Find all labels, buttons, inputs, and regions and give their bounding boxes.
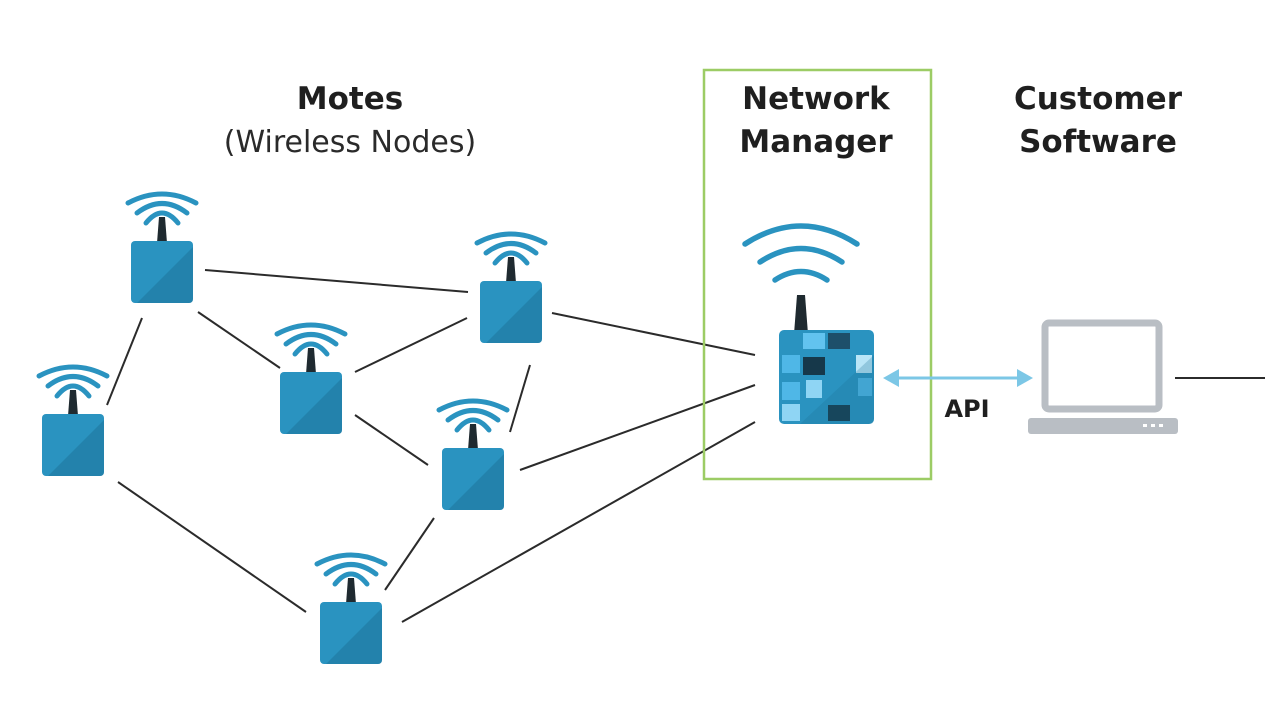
link [197,311,281,369]
api-label: API [944,395,989,423]
link [354,317,468,373]
wireless-mote-icon [474,231,548,343]
network-manager-box [702,68,933,481]
motes-title: Motes [297,81,403,117]
link [551,312,756,356]
laptop-icon [1028,319,1178,434]
link [354,414,429,466]
motes-group [36,191,548,664]
link [509,364,531,433]
wifi-signal-icon [742,223,860,283]
wifi-signal-icon [274,322,348,357]
wireless-mote-icon [314,552,388,664]
wifi-signal-icon [314,552,388,587]
wireless-mote-icon [36,364,110,476]
wireless-mote-icon [125,191,199,303]
motes-subtitle: (Wireless Nodes) [224,125,476,160]
link [519,384,756,471]
mesh-links [106,269,1265,623]
link [106,317,143,406]
wifi-signal-icon [36,364,110,399]
network-manager-device-icon [742,223,874,424]
wifi-signal-icon [436,398,510,433]
wifi-signal-icon [125,191,199,226]
customer-software-title-line1: Customer [1014,81,1183,117]
network-manager-title-line2: Manager [739,124,893,160]
network-manager-title-line1: Network [742,81,891,117]
link [204,269,469,293]
link [401,421,756,623]
link [117,481,307,613]
wifi-signal-icon [474,231,548,266]
wireless-mote-icon [274,322,348,434]
customer-software-title-line2: Software [1019,124,1177,160]
api-arrow [883,369,1033,387]
link [384,517,435,591]
wireless-mote-icon [436,398,510,510]
